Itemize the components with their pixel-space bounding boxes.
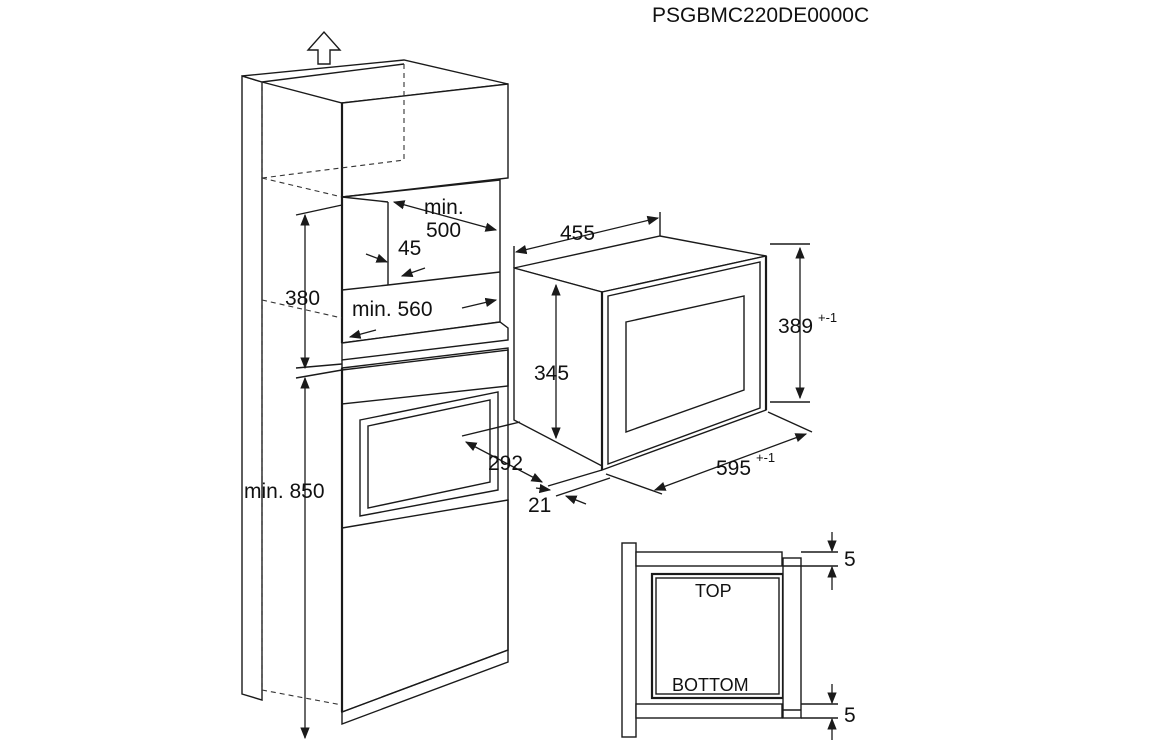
side-section: TOP BOTTOM 5 5: [621, 532, 856, 740]
section-bottom-label: BOTTOM: [672, 675, 749, 695]
niche-gap-label: 45: [398, 237, 421, 260]
niche-width-label: min. 560: [352, 298, 433, 321]
appliance-front-width-label: 595: [716, 457, 751, 480]
niche-floor: [341, 321, 509, 361]
cabinet-upper-front: [341, 83, 509, 198]
appliance-body-height-label: 345: [534, 362, 569, 385]
section-bottom-shelf: [635, 703, 783, 719]
section-bottom-gap-label: 5: [844, 704, 856, 727]
appliance-front-width-tolerance: +-1: [756, 450, 775, 465]
appliance-front-height-tolerance: +-1: [818, 310, 837, 325]
microwave-door: [607, 261, 761, 466]
cabinet-side-panel: [241, 75, 263, 701]
section-top-gap-label: 5: [844, 548, 856, 571]
cabinet-dimensions: 380 min. 500 45 min. 560 min. 850: [244, 196, 498, 740]
appliance-front-offset-label: 292: [488, 452, 523, 475]
cabinet: [241, 30, 509, 726]
appliance-front-thickness-label: 21: [528, 494, 551, 517]
section-side-panel: [621, 542, 637, 738]
microwave: [513, 235, 768, 472]
niche-depth-value: 500: [426, 219, 461, 242]
niche-depth-min-label: min.: [424, 196, 464, 219]
microwave-dimensions: 455 345 389 +-1 595 +-1 292 21: [461, 212, 837, 517]
section-front-door: [782, 557, 802, 719]
ventilation-arrow-icon: [306, 30, 342, 65]
appliance-depth-label: 455: [560, 222, 595, 245]
oven-window: [359, 391, 499, 517]
niche-height-label: 380: [285, 287, 320, 310]
section-top-shelf: [635, 551, 783, 567]
microwave-window: [625, 295, 745, 433]
appliance-front-height-label: 389: [778, 315, 813, 338]
section-top-label: TOP: [695, 581, 732, 601]
oven-body: [341, 347, 509, 714]
model-code: PSGBMC220DE0000C: [652, 4, 869, 27]
floor-height-label: min. 850: [244, 480, 325, 503]
